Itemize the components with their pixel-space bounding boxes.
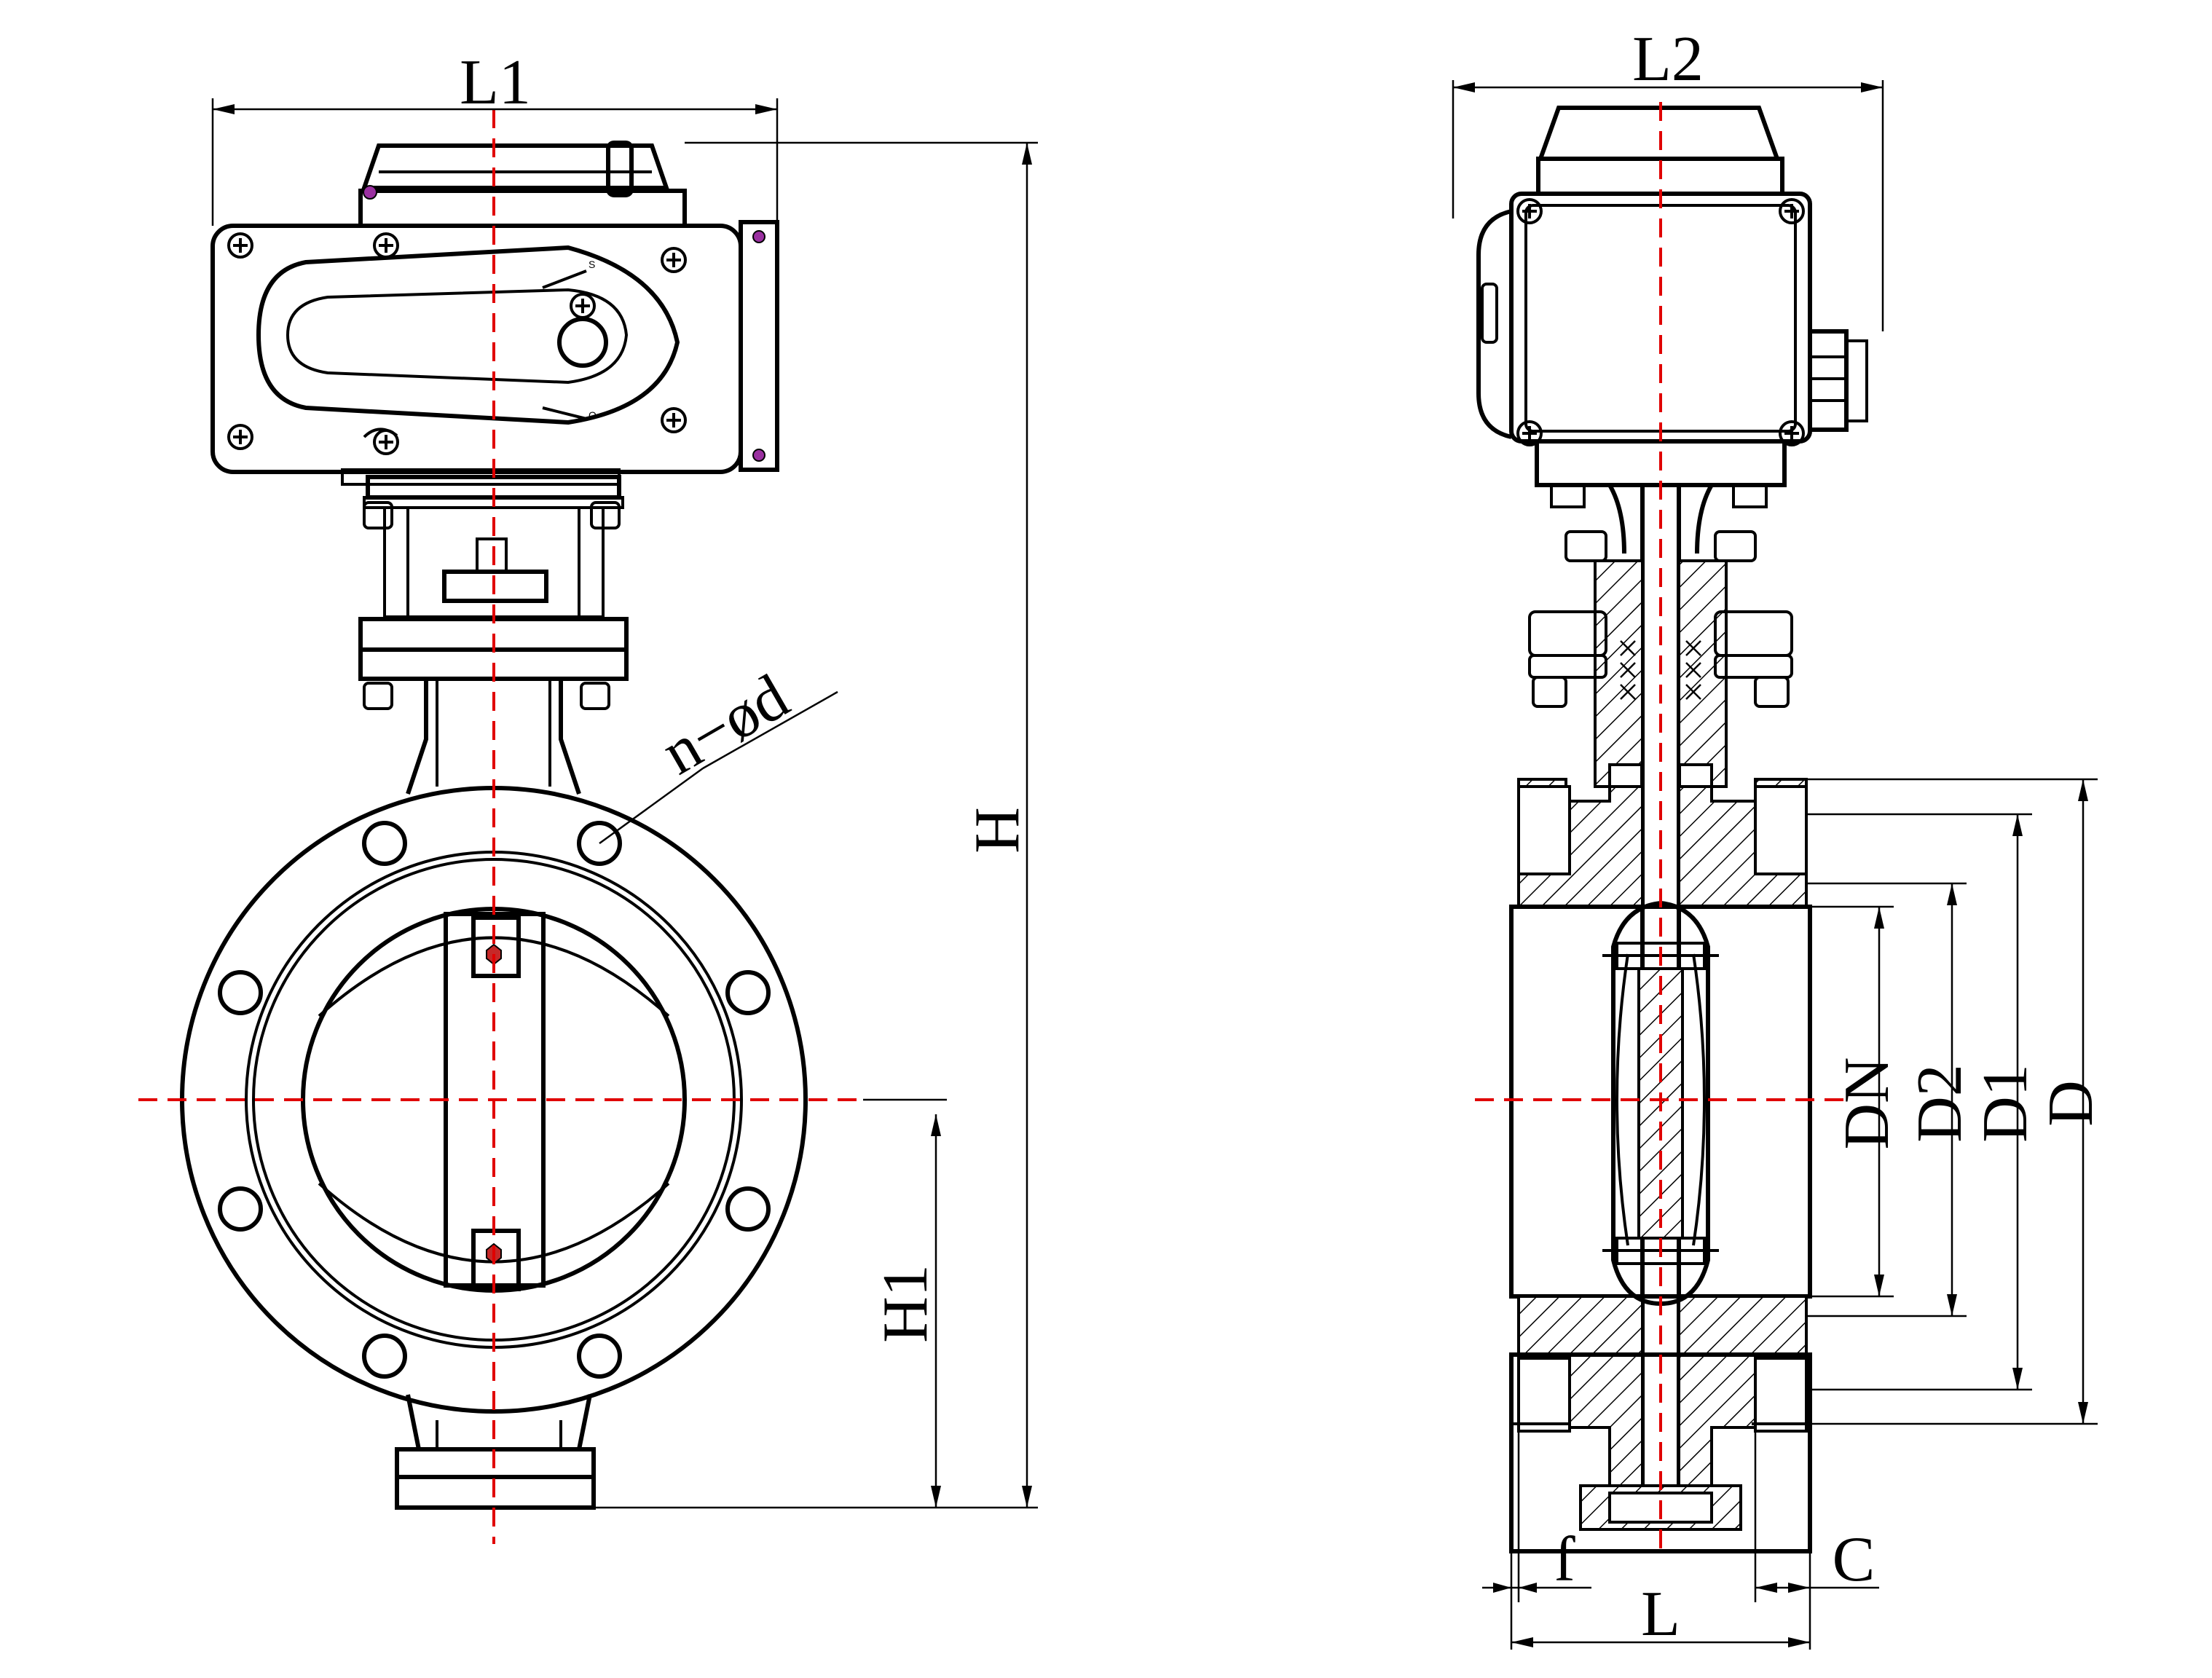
dim-H-label: H [962,807,1033,854]
open-close-o-label: O [589,409,597,421]
actuator-top-cover [358,141,687,228]
side-centerlines [1475,102,1846,1551]
dim-L-label: L [1641,1579,1680,1650]
dim-D1-label: D1 [1970,1064,2041,1143]
actuator-screws [227,232,687,455]
dim-D-label: D [2036,1080,2106,1127]
front-centerlines [138,109,863,1544]
dim-f-label: f [1554,1524,1575,1595]
dim-L2-label: L2 [1632,24,1704,95]
front-dimensions: L1 H H1 n−ød [211,47,1038,1509]
dim-D2-label: D2 [1905,1064,1975,1143]
side-valve-body [1509,778,1812,1553]
dim-C-label: C [1833,1524,1876,1595]
side-dimensions: L2 D D1 D2 [1452,24,2106,1650]
valve-neck [395,681,596,1510]
side-actuator-screws [1516,198,1805,446]
dim-L1-label: L1 [460,47,531,118]
actuator-body: S O [210,220,779,486]
open-close-s-label: S [589,259,595,270]
dim-H1-label: H1 [870,1264,941,1343]
front-view: S O [138,47,1038,1544]
dim-n-d-label: n−ød [650,661,800,789]
dim-DN-label: DN [1832,1057,1902,1149]
side-view: L2 D D1 D2 [1452,24,2106,1650]
